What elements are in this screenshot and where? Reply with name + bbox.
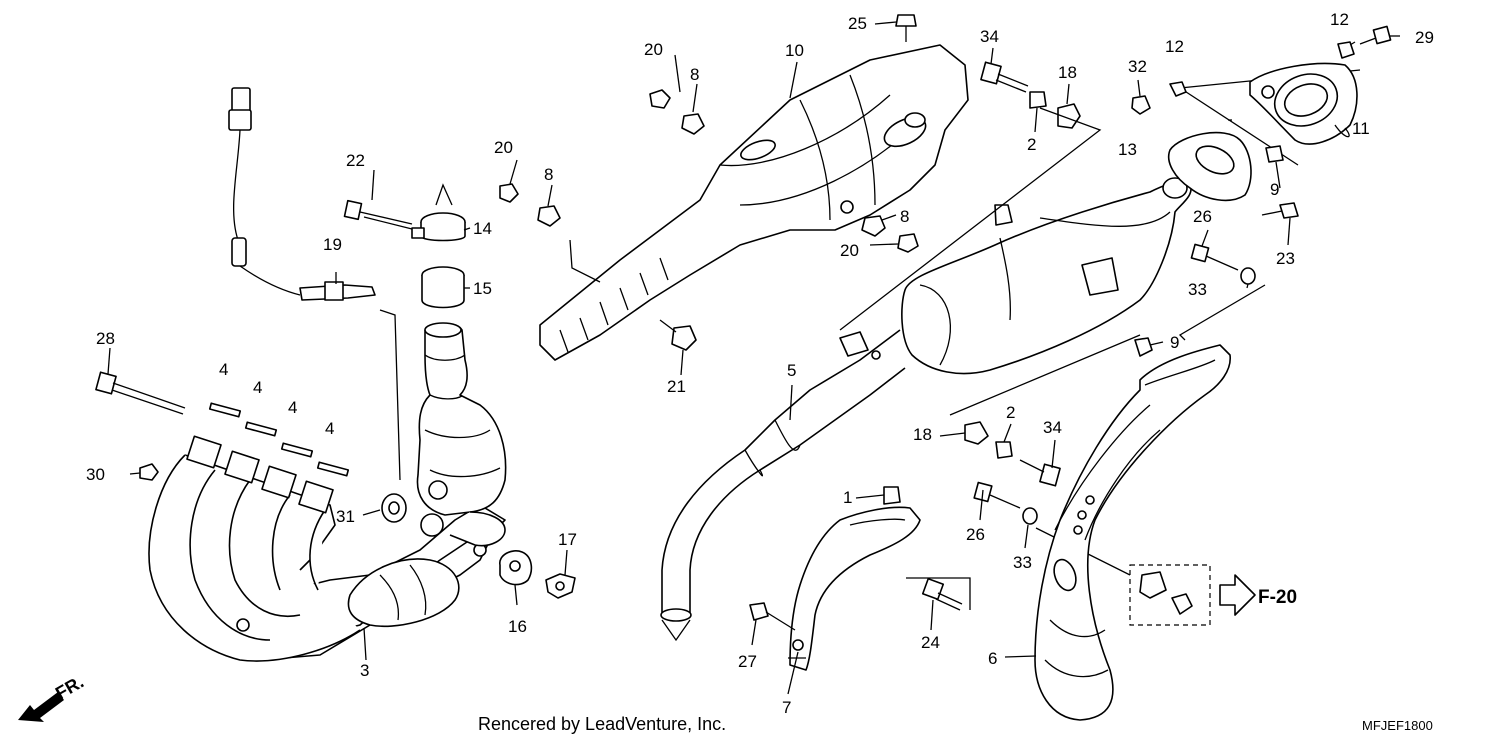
callout-4: 4 bbox=[288, 398, 297, 417]
small-fasteners-upper bbox=[499, 89, 919, 351]
callout-34: 34 bbox=[980, 27, 999, 46]
gasket-31 bbox=[381, 493, 407, 523]
callout-33: 33 bbox=[1188, 280, 1207, 299]
bolt-24 bbox=[921, 577, 963, 611]
callout-11: 11 bbox=[1352, 119, 1370, 138]
callout-30: 30 bbox=[86, 465, 105, 484]
credit-text: Rencered by LeadVenture, Inc. bbox=[478, 714, 726, 734]
nut-30 bbox=[139, 463, 159, 481]
callout-33: 33 bbox=[1013, 553, 1032, 572]
callout-15: 15 bbox=[473, 279, 492, 298]
callout-20: 20 bbox=[644, 40, 663, 59]
small-fasteners-right bbox=[1131, 25, 1392, 285]
callout-20: 20 bbox=[840, 241, 859, 260]
callout-23: 23 bbox=[1276, 249, 1295, 268]
callout-27: 27 bbox=[738, 652, 757, 671]
muffler-end-cover bbox=[1249, 62, 1358, 145]
callout-18: 18 bbox=[1058, 63, 1077, 82]
callout-9: 9 bbox=[1270, 180, 1279, 199]
callout-17: 17 bbox=[558, 530, 577, 549]
callout-8: 8 bbox=[900, 207, 909, 226]
callout-21: 21 bbox=[667, 377, 686, 396]
callout-4: 4 bbox=[325, 419, 334, 438]
callout-1: 1 bbox=[843, 488, 852, 507]
callout-32: 32 bbox=[1128, 57, 1147, 76]
bolt-25 bbox=[895, 14, 917, 42]
manifold-flanges bbox=[186, 435, 334, 514]
bolt-28 bbox=[95, 371, 186, 415]
callout-13: 13 bbox=[1118, 140, 1137, 159]
bolt-22 bbox=[343, 199, 413, 230]
reference-arrow bbox=[1219, 574, 1256, 616]
callout-2: 2 bbox=[1027, 135, 1036, 154]
callout-14: 14 bbox=[473, 219, 492, 238]
callout-labels: 20 8 10 25 34 18 2 32 12 12 29 11 13 9 2… bbox=[86, 10, 1434, 717]
front-catalyst-pipe bbox=[416, 322, 507, 547]
gasket-ring bbox=[421, 266, 465, 309]
manifold-gaskets bbox=[208, 402, 350, 477]
leader-lines bbox=[107, 21, 1400, 661]
callout-4: 4 bbox=[253, 378, 262, 397]
callout-6: 6 bbox=[988, 649, 997, 668]
callout-16: 16 bbox=[508, 617, 527, 636]
callout-ticks bbox=[751, 79, 1291, 695]
diagram-code: MFJEF1800 bbox=[1362, 718, 1433, 733]
callout-7: 7 bbox=[782, 698, 791, 717]
exhaust-manifold bbox=[148, 435, 506, 662]
callout-34: 34 bbox=[1043, 418, 1062, 437]
callout-10: 10 bbox=[785, 41, 804, 60]
callout-3: 3 bbox=[360, 661, 369, 680]
fasteners-upper-right bbox=[980, 61, 1081, 129]
callout-18: 18 bbox=[913, 425, 932, 444]
callout-26: 26 bbox=[1193, 207, 1212, 226]
muffler bbox=[660, 177, 1192, 642]
front-direction-arrow bbox=[18, 692, 64, 722]
callout-25: 25 bbox=[848, 14, 867, 33]
callout-26: 26 bbox=[966, 525, 985, 544]
callout-20: 20 bbox=[494, 138, 513, 157]
callout-8: 8 bbox=[690, 65, 699, 84]
oxygen-sensor bbox=[228, 87, 376, 301]
fasteners-lower-right bbox=[964, 337, 1193, 615]
reference-label: F-20 bbox=[1258, 587, 1297, 608]
callout-19: 19 bbox=[323, 235, 342, 254]
callout-28: 28 bbox=[96, 329, 115, 348]
callout-2: 2 bbox=[1006, 403, 1015, 422]
callout-5: 5 bbox=[787, 361, 796, 380]
callout-12: 12 bbox=[1330, 10, 1349, 29]
heat-shield-upper bbox=[539, 44, 969, 361]
callout-9: 9 bbox=[1170, 333, 1179, 352]
callout-24: 24 bbox=[921, 633, 940, 652]
heat-shield-lower bbox=[1034, 344, 1231, 721]
exhaust-band bbox=[411, 183, 466, 242]
callout-8: 8 bbox=[544, 165, 553, 184]
muffler-bracket bbox=[749, 486, 921, 671]
callout-29: 29 bbox=[1415, 28, 1434, 47]
mount-rubber bbox=[499, 550, 533, 586]
callout-12: 12 bbox=[1165, 37, 1184, 56]
callout-31: 31 bbox=[336, 507, 355, 526]
nut-17 bbox=[545, 573, 576, 599]
callout-22: 22 bbox=[346, 151, 365, 170]
callout-4: 4 bbox=[219, 360, 228, 379]
end-gasket bbox=[1168, 131, 1252, 202]
